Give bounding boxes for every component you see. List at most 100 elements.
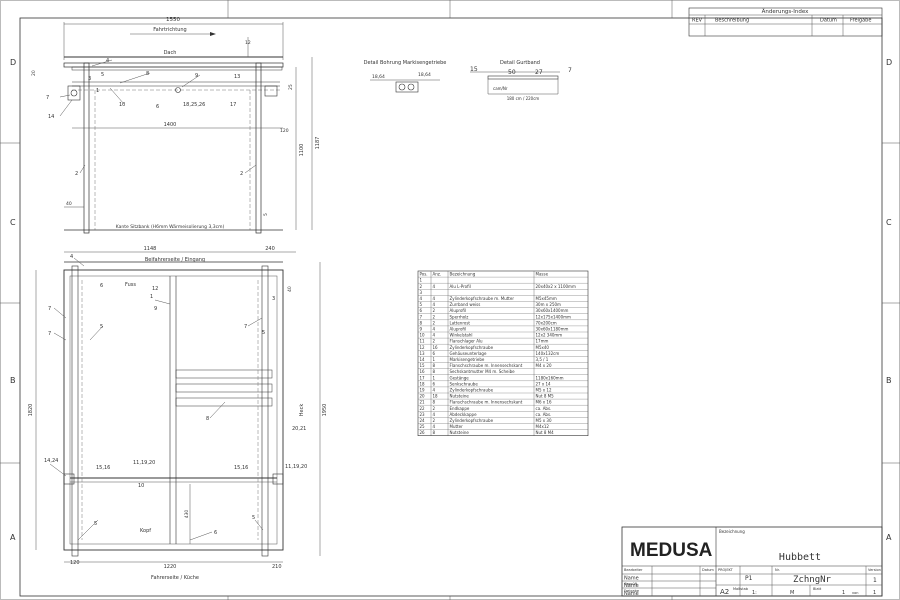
parts-cell: 23 bbox=[420, 412, 426, 417]
parts-cell: 2 bbox=[433, 308, 436, 313]
parts-cell: 21 bbox=[420, 400, 426, 405]
unit-label: M bbox=[790, 590, 794, 596]
scale-value: 1: bbox=[752, 590, 757, 596]
parts-cell: 8 bbox=[420, 320, 423, 325]
sheet-label: Blatt bbox=[813, 587, 822, 591]
parts-cell: 8 bbox=[433, 369, 436, 374]
sheet-of: von bbox=[852, 591, 858, 595]
parts-cell: 8 bbox=[433, 430, 436, 435]
parts-cell: 4 bbox=[433, 327, 436, 332]
parts-cell: 1 bbox=[433, 357, 436, 362]
driver-label: Fahrerseite / Küche bbox=[151, 575, 199, 581]
parts-cell: 25 bbox=[420, 424, 426, 429]
parts-cell: 30m x 250m bbox=[536, 302, 562, 307]
callout: 5 bbox=[101, 72, 104, 78]
parts-cell: Flanschlager Alu bbox=[450, 339, 484, 344]
parts-cell: 4 bbox=[433, 296, 436, 301]
parts-cell: Zylinderkopfschraube bbox=[450, 345, 494, 350]
dim-left-height: 1820 bbox=[28, 404, 34, 417]
parts-cell: 15 bbox=[420, 363, 426, 368]
dim-right-post: 120 bbox=[280, 128, 289, 134]
number-label: Nr. bbox=[775, 568, 780, 572]
callout: 6 bbox=[156, 104, 159, 110]
dim-b: 18,64 bbox=[418, 72, 431, 78]
callout: 11,19,20 bbox=[285, 464, 307, 470]
detail-belt-title: Detail Gurtband bbox=[500, 60, 540, 66]
direction-label: Fahrtrichtung bbox=[153, 27, 187, 33]
callout: 6 bbox=[100, 283, 103, 289]
parts-cell: 17mm bbox=[536, 339, 549, 344]
parts-cell: 70x200cm bbox=[536, 320, 557, 325]
arrow-icon bbox=[210, 32, 216, 36]
parts-cell: Flanschschraube m. Innensechskant bbox=[450, 400, 523, 405]
dim-total-width: 1550 bbox=[166, 17, 180, 23]
parts-cell: 11 bbox=[420, 339, 426, 344]
callout: 3 bbox=[272, 296, 275, 302]
sheet-value: 1 bbox=[842, 590, 845, 596]
sheet-total: 1 bbox=[873, 590, 876, 596]
parts-cell: 18 bbox=[433, 394, 439, 399]
passenger-label: Beifahrerseite / Eingang bbox=[145, 257, 205, 263]
parts-cell: M5x45mm bbox=[536, 296, 557, 301]
callout: 4 bbox=[70, 254, 73, 260]
parts-cell: 2 bbox=[433, 320, 436, 325]
parts-cell: 4 bbox=[420, 296, 423, 301]
zone-letter-right: A bbox=[886, 533, 892, 542]
parts-cell: 27 x 14 bbox=[536, 381, 552, 386]
revision-title: Änderungs-Index bbox=[762, 8, 810, 15]
parts-cell: M5 x 30 bbox=[536, 418, 552, 423]
parts-cell: 3,5 / 1 bbox=[536, 357, 549, 362]
parts-cell: 12x2 340mm bbox=[536, 333, 563, 338]
parts-cell: Senkschraube bbox=[450, 381, 479, 386]
row-header: Bearbeiter bbox=[624, 568, 643, 572]
parts-cell: Sechskantmutter M4 m. Scheibe bbox=[450, 369, 516, 374]
callout: 14 bbox=[48, 114, 54, 120]
parts-cell: 10 bbox=[420, 333, 426, 338]
belt-bottom-label: 180 cm / 220cm bbox=[507, 96, 540, 101]
parts-cell: Aluprofil bbox=[450, 327, 467, 332]
parts-cell: 20 bbox=[420, 394, 426, 399]
parts-cell: M5 x 12 bbox=[536, 388, 552, 393]
parts-cell: 7 bbox=[420, 314, 423, 319]
parts-cell: 1180x160mm bbox=[536, 375, 564, 380]
callout: 18,25,26 bbox=[183, 102, 205, 108]
parts-cell: 2 bbox=[433, 418, 436, 423]
version-value: 1 bbox=[873, 577, 877, 584]
date-header: Datum bbox=[702, 568, 714, 572]
callout: 5 bbox=[262, 330, 265, 336]
number-value: ZchngNr bbox=[793, 575, 832, 585]
parts-cell: Nut 8 M5 bbox=[536, 394, 555, 399]
callout: 3 bbox=[88, 76, 91, 82]
parts-cell: Gestänge bbox=[450, 375, 470, 380]
callout: 2 bbox=[240, 171, 243, 177]
parts-cell: 6 bbox=[420, 308, 423, 313]
callout: 15,16 bbox=[234, 465, 248, 471]
parts-cell: 9 bbox=[420, 327, 423, 332]
dim-left-small: 20 bbox=[31, 70, 37, 76]
callout: 20,21 bbox=[292, 426, 306, 432]
dim-bottom-right: 210 bbox=[272, 564, 282, 570]
callout: 6 bbox=[214, 530, 217, 536]
zone-letter-left: C bbox=[10, 218, 16, 227]
dim-right-small: 25 bbox=[288, 84, 294, 90]
parts-cell: 4 bbox=[433, 302, 436, 307]
revision-header: Freigabe bbox=[850, 18, 871, 24]
parts-cell: 2 bbox=[433, 339, 436, 344]
callout: 5 bbox=[100, 324, 103, 330]
parts-cell: 18 bbox=[420, 381, 426, 386]
row-header: Freigabe bbox=[624, 589, 639, 593]
detail-bore-title: Detail Bohrung Markisengetriebe bbox=[364, 60, 447, 66]
parts-cell: 13 bbox=[420, 351, 426, 356]
parts-cell: 8 bbox=[433, 400, 436, 405]
dim-right-small: 40 bbox=[287, 286, 293, 292]
callout: 13 bbox=[234, 74, 240, 80]
callout: 4 bbox=[106, 58, 109, 64]
parts-header: Pos. bbox=[420, 272, 428, 277]
side-view: 1550 Fahrtrichtung Dach 12 Kante Sitzban… bbox=[31, 17, 321, 234]
parts-header: Anz. bbox=[433, 272, 442, 277]
callout: 8 bbox=[206, 416, 209, 422]
callout: 17 bbox=[230, 102, 236, 108]
belt-dim: 15 bbox=[470, 66, 478, 73]
